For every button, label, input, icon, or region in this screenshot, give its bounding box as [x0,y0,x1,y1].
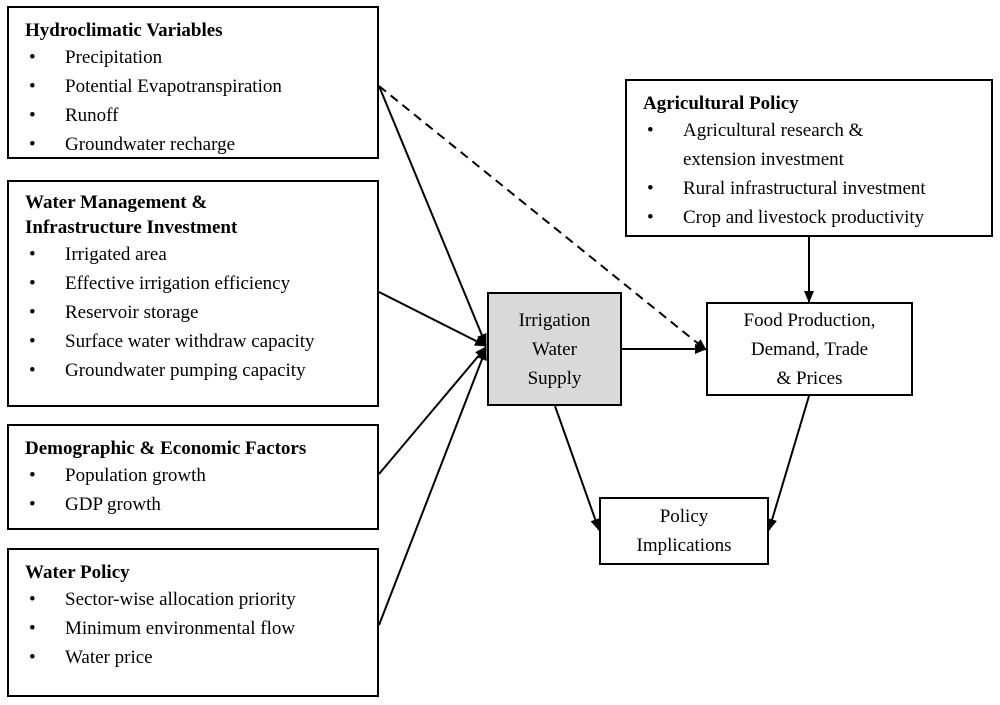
list-item: Minimum environmental flow [25,614,377,643]
arrow-food-to-policy [767,395,810,531]
arrow-demographic-to-irrigation [378,346,487,475]
policy-implications-box: Policy Implications [599,497,769,565]
demographic-economic-box: Demographic & Economic Factors Populatio… [7,424,379,530]
food-line-2: Demand, Trade [750,338,869,360]
arrow-hydro-to-food-dashed [378,85,707,351]
water-policy-box: Water Policy Sector-wise allocation prio… [7,548,379,697]
water-management-list: Irrigated area Effective irrigation effi… [25,240,377,385]
agricultural-policy-list: Agricultural research & extension invest… [643,116,991,232]
water-management-title-line2: Infrastructure Investment [25,217,238,238]
list-item: Agricultural research & [643,116,991,145]
list-item: Reservoir storage [25,298,377,327]
list-item: Effective irrigation efficiency [25,269,377,298]
arrow-waterpolicy-to-irrigation [378,348,487,626]
arrow-irrigation-to-policy [554,405,601,531]
list-item-continuation: extension investment [683,149,844,170]
irrigation-line-2: Water [532,338,577,360]
demographic-list: Population growth GDP growth [25,461,377,519]
list-item: Population growth [25,461,377,490]
list-item: Precipitation [25,43,377,72]
arrow-hydro-to-irrigation [378,85,487,346]
list-item: Runoff [25,101,377,130]
food-line-3: & Prices [776,367,843,389]
water-policy-list: Sector-wise allocation priority Minimum … [25,585,377,672]
irrigation-line-1: Irrigation [518,309,591,331]
water-policy-title: Water Policy [25,562,130,583]
list-item: GDP growth [25,490,377,519]
arrow-watermgmt-to-irrigation [378,291,487,347]
list-item: Rural infrastructural investment [643,174,991,203]
policy-line-2: Implications [636,535,732,556]
irrigation-line-3: Supply [527,367,582,389]
demographic-title: Demographic & Economic Factors [25,438,307,459]
list-item: Surface water withdraw capacity [25,327,377,356]
list-item: Groundwater pumping capacity [25,356,377,385]
hydroclimatic-variables-box: Hydroclimatic Variables Precipitation Po… [7,6,379,159]
food-line-1: Food Production, [743,309,876,331]
list-item: Groundwater recharge [25,130,377,159]
water-management-box: Water Management & Infrastructure Invest… [7,180,379,407]
policy-line-1: Policy [659,506,709,527]
agricultural-policy-title: Agricultural Policy [643,93,799,114]
hydroclimatic-title: Hydroclimatic Variables [25,20,223,41]
water-management-title-line1: Water Management & [25,192,208,213]
list-item: Water price [25,643,377,672]
food-production-box: Food Production, Demand, Trade & Prices [706,302,913,396]
list-item: Potential Evapotranspiration [25,72,377,101]
hydroclimatic-list: Precipitation Potential Evapotranspirati… [25,43,377,159]
irrigation-water-supply-box: Irrigation Water Supply [487,292,622,406]
list-item: Sector-wise allocation priority [25,585,377,614]
agricultural-policy-box: Agricultural Policy Agricultural researc… [625,79,993,237]
list-item: Crop and livestock productivity [643,203,991,232]
list-item: Irrigated area [25,240,377,269]
